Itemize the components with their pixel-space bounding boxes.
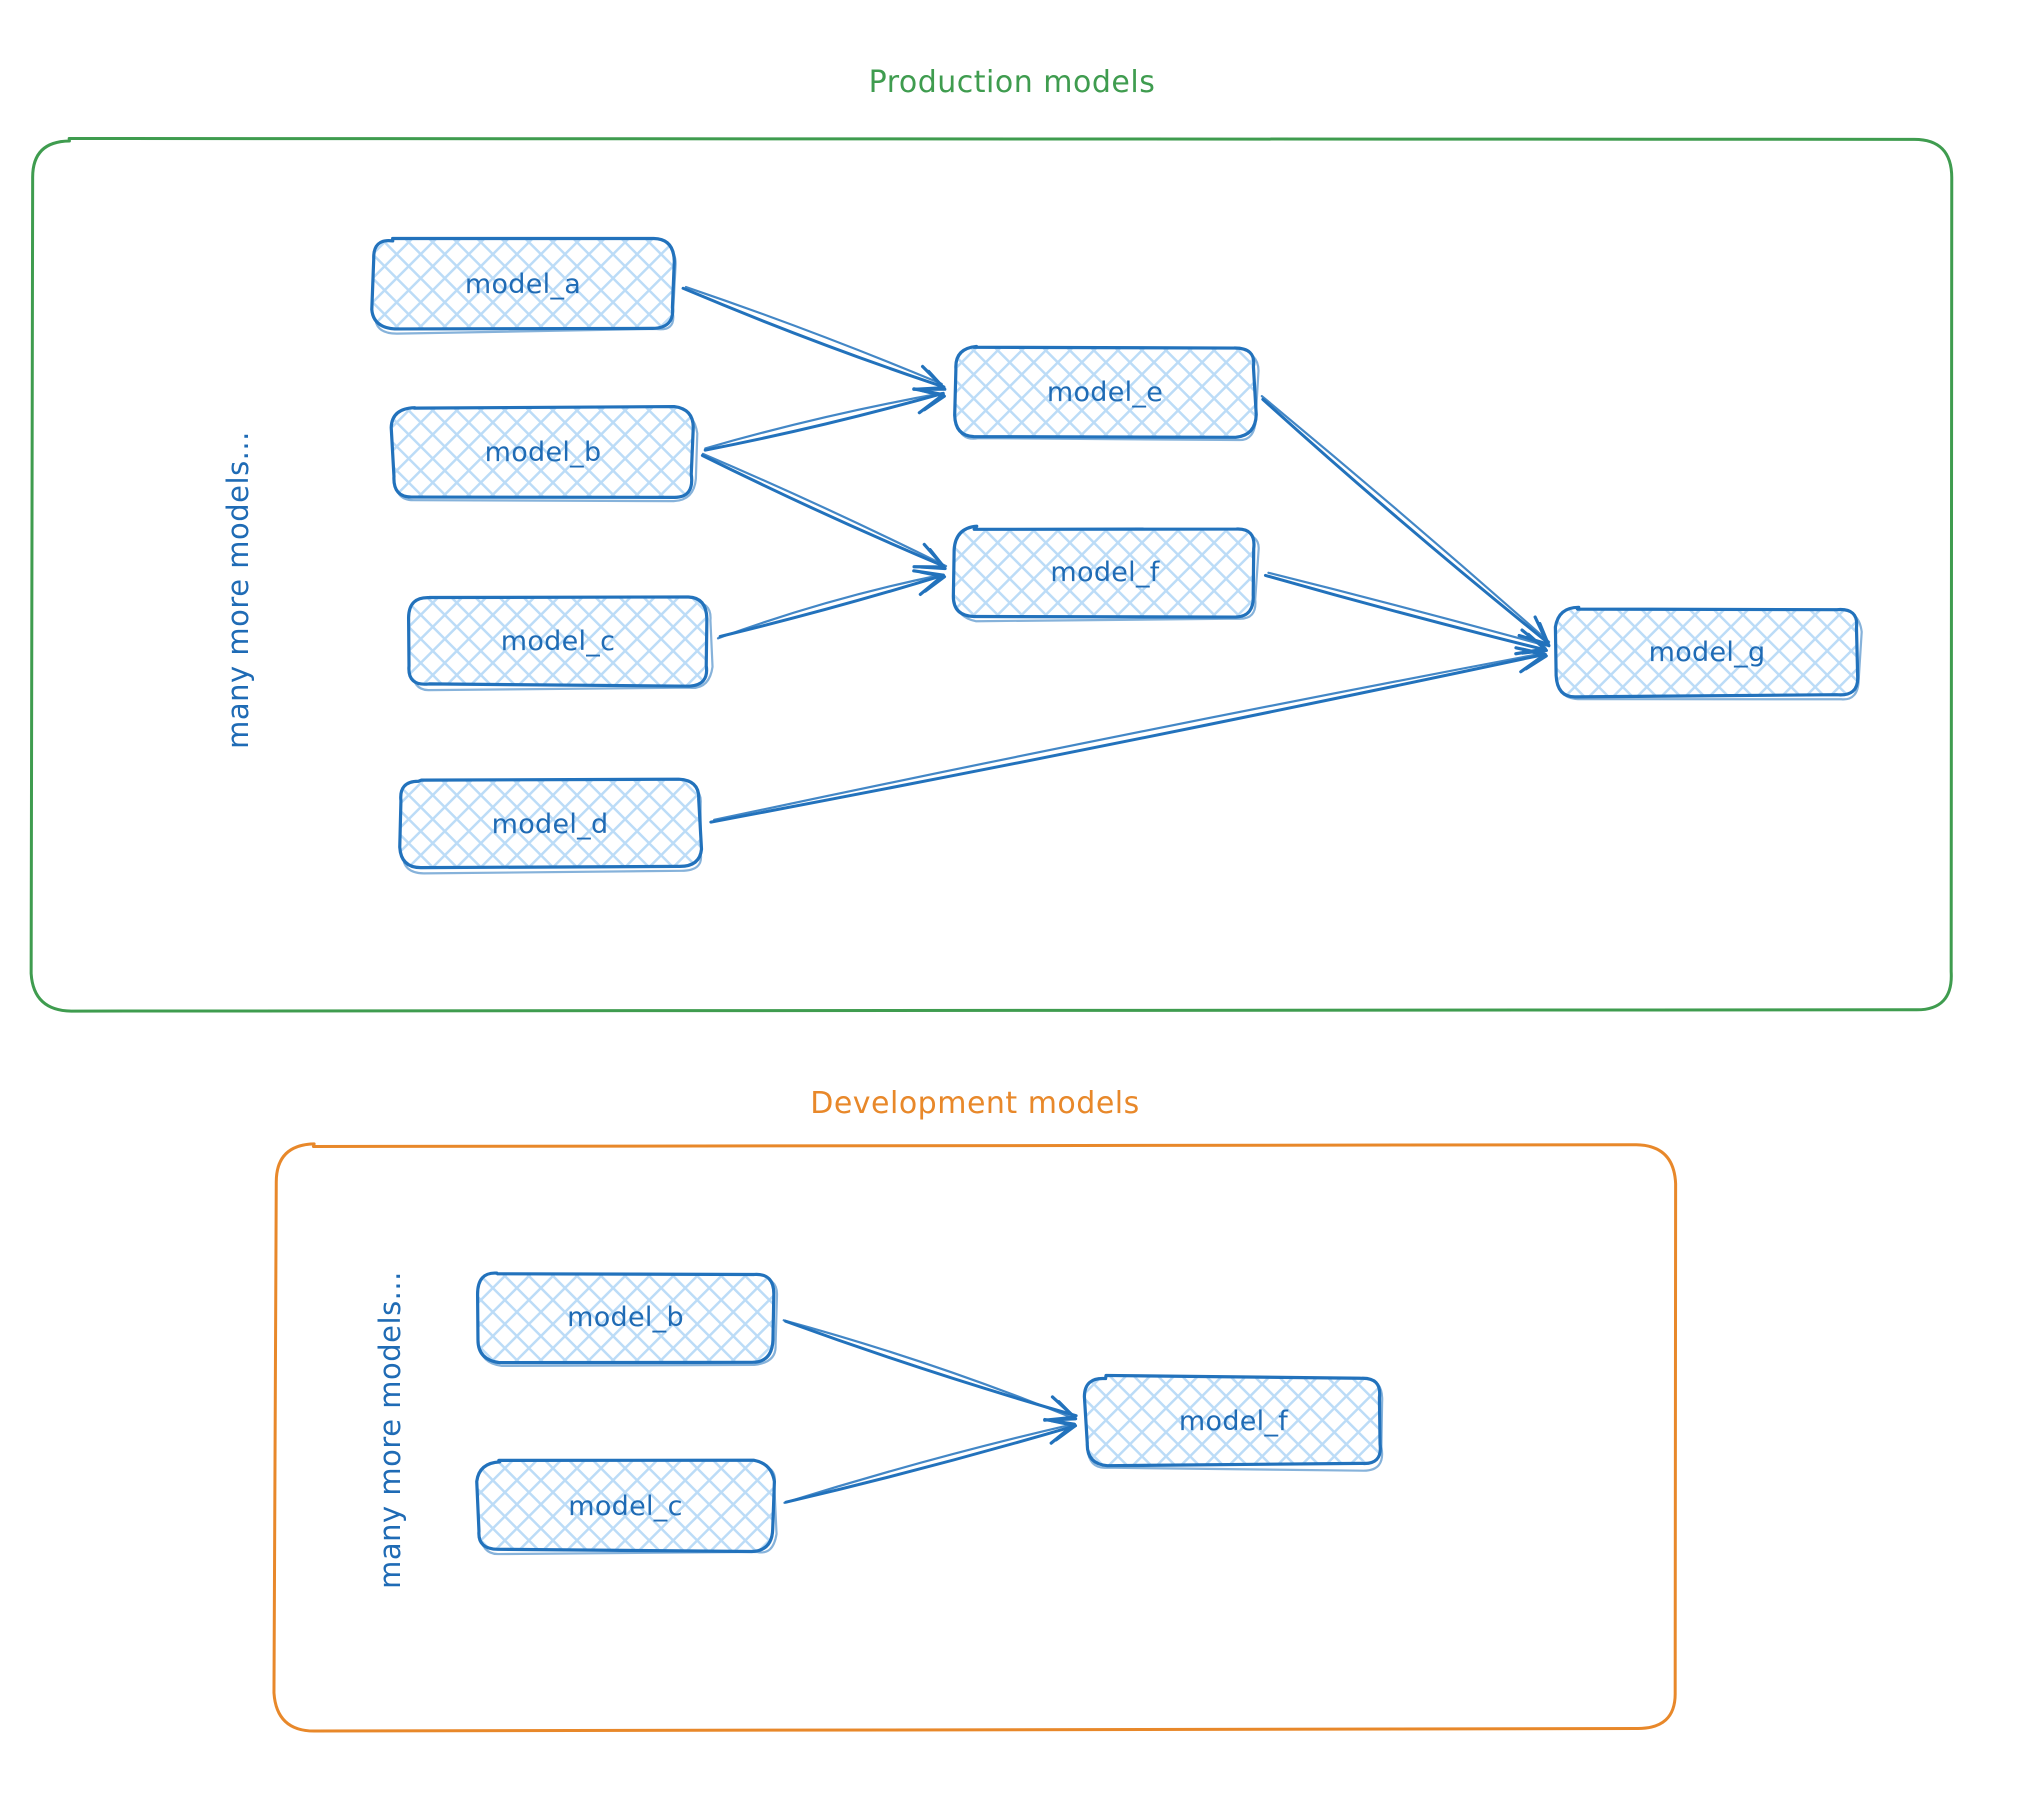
node-label: model_c [501, 626, 616, 657]
edge-stroke-secondary [1260, 395, 1551, 644]
arrow-head-sketch [1050, 1400, 1078, 1422]
edge-stroke-secondary [684, 285, 943, 385]
edge-production-model_f-to-model_g [1263, 571, 1548, 656]
group-development [272, 1142, 1678, 1733]
edge-stroke-secondary [782, 1319, 1074, 1419]
arrow-head-sketch [919, 570, 947, 593]
group-title-production: Production models [869, 65, 1156, 100]
node-prod_model_c[interactable]: model_c [406, 595, 714, 692]
edge-production-model_b-to-model_f [700, 452, 948, 571]
node-prod_model_g[interactable]: model_g [1553, 605, 1863, 701]
node-box[interactable] [951, 524, 1256, 619]
node-label: model_a [465, 269, 581, 300]
node-label: model_b [485, 437, 602, 468]
edge-stroke-primary [681, 286, 946, 389]
edge-stroke-secondary [1267, 571, 1547, 647]
group-title-development: Development models [810, 1086, 1140, 1121]
node-box[interactable] [406, 595, 709, 688]
edge-stroke-secondary [783, 1423, 1075, 1504]
node-label: model_d [492, 809, 609, 840]
node-dev_model_f[interactable]: model_f [1082, 1373, 1384, 1472]
edge-stroke-primary [700, 453, 946, 568]
node-box[interactable] [389, 404, 695, 499]
node-dev_model_c[interactable]: model_c [475, 1458, 778, 1556]
edge-production-model_b-to-model_e [703, 387, 946, 452]
group-frame-development [272, 1142, 1678, 1733]
edge-stroke-secondary [701, 452, 948, 568]
node-box[interactable] [475, 1271, 776, 1365]
node-prod_model_e[interactable]: model_e [953, 344, 1260, 442]
edge-production-model_a-to-model_e [681, 285, 947, 391]
node-label: model_e [1047, 377, 1163, 408]
node-box[interactable] [370, 236, 676, 331]
node-box[interactable] [1553, 605, 1860, 699]
arrow-head-sketch [919, 388, 946, 412]
node-prod_model_d[interactable]: model_d [398, 777, 704, 875]
edge-development-model_b-to-model_f [782, 1319, 1078, 1422]
edge-stroke-primary [709, 652, 1547, 824]
edge-development-model_c-to-model_f [783, 1417, 1078, 1504]
node-box[interactable] [475, 1458, 776, 1554]
edge-production-model_c-to-model_f [716, 569, 947, 640]
side-note-production: many more models... [221, 431, 255, 749]
edge-stroke-secondary [713, 651, 1546, 821]
node-label: model_f [1050, 557, 1160, 588]
node-label: model_b [567, 1302, 684, 1333]
node-box[interactable] [1082, 1373, 1382, 1468]
edge-stroke-secondary [704, 392, 944, 450]
edge-stroke-primary [784, 1424, 1077, 1504]
arrow-head-sketch [1521, 647, 1548, 671]
edge-production-model_e-to-model_g [1260, 395, 1551, 648]
group-frame-production [29, 137, 1954, 1013]
edge-stroke-primary [718, 573, 945, 638]
edge-stroke-primary [1263, 573, 1546, 652]
node-prod_model_b[interactable]: model_b [389, 404, 699, 503]
node-box[interactable] [398, 777, 704, 870]
arrow-head-sketch [919, 369, 947, 391]
arrow-head-sketch [1050, 1419, 1078, 1442]
side-note-development: many more models... [373, 1271, 407, 1589]
group-production [29, 137, 1954, 1013]
edge-stroke-secondary [716, 573, 943, 640]
node-dev_model_b[interactable]: model_b [475, 1271, 779, 1368]
node-label: model_c [568, 1491, 683, 1522]
node-label: model_f [1179, 1406, 1289, 1437]
edge-stroke-primary [703, 391, 945, 452]
edge-stroke-primary [1261, 397, 1550, 645]
node-prod_model_a[interactable]: model_a [370, 236, 677, 335]
arrow-head-sketch [919, 548, 947, 571]
node-label: model_g [1649, 637, 1766, 668]
node-prod_model_f[interactable]: model_f [951, 524, 1260, 623]
node-box[interactable] [953, 344, 1258, 439]
edge-production-model_d-to-model_g [709, 646, 1548, 824]
